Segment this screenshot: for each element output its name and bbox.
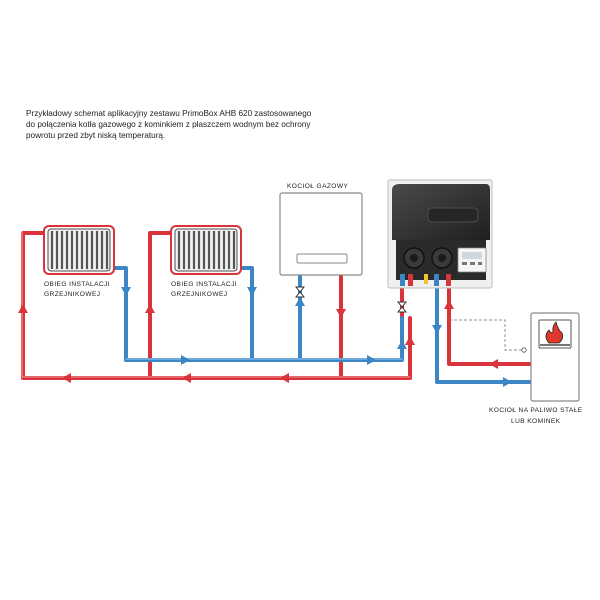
arrow-left-supply-3 [280,373,289,383]
description-line-1: Przykładowy schemat aplikacyjny zestawu … [26,109,312,118]
description-line-3: powrotu przed zbyt niską temperaturą. [26,131,166,140]
arrow-up-module-supply [444,300,454,309]
solid-fuel-boiler [530,312,580,402]
radiator-2-label-line1: OBIEG INSTALACJI [171,281,237,288]
solid-boiler-label-line2: LUB KOMINEK [511,418,561,425]
arrow-up-supply-1 [18,304,28,313]
valve-module-return [396,301,408,313]
radiator-1-label-line1: OBIEG INSTALACJI [44,281,110,288]
arrow-left-supply-2 [182,373,191,383]
arrow-down-return-1 [121,287,131,296]
radiator-2-label-line2: GRZEJNIKOWEJ [171,291,227,298]
return-pipe-radiator1 [110,266,128,362]
arrow-right-return-2 [367,355,376,365]
description-line-2: do połączenia kotła gazowego z kominkiem… [26,120,311,129]
arrow-down-return-2 [247,287,257,296]
arrow-left-solid-supply [489,359,498,369]
solid-boiler-label-line1: KOCIOŁ NA PALIWO STAŁE [489,407,583,414]
radiator-1 [43,225,115,275]
supply-pipe-radiator2 [148,231,174,380]
arrow-up-supply-2 [145,304,155,313]
return-pipe-main [124,316,404,362]
valve-gas-return [294,286,306,298]
return-pipe-radiator2 [238,266,254,362]
arrow-up-module-left-supply [405,336,415,345]
description-text: Przykładowy schemat aplikacyjny zestawu … [26,108,356,141]
controller-display [457,247,487,273]
arrow-right-solid-return [503,377,512,387]
radiator-1-label-line2: GRZEJNIKOWEJ [44,291,100,298]
gas-boiler-label: KOCIOŁ GAZOWY [287,183,348,190]
sensor-wire [449,319,522,351]
arrow-down-gas-supply [336,309,346,318]
supply-pipe-highlight [21,231,411,378]
arrow-up-module-left-return [397,340,407,349]
gas-boiler [279,192,363,276]
arrow-right-return-1 [181,355,190,365]
arrow-up-gas-return [295,297,305,306]
arrow-down-module-return [432,325,442,334]
fire-icon [545,321,563,344]
flow-arrows [18,287,512,387]
supply-pipe-solid-boiler [447,285,535,366]
arrow-left-supply-1 [62,373,71,383]
radiator-2 [170,225,242,275]
sensor-icon [521,347,527,353]
return-pipes [110,266,535,384]
return-pipe-module [435,285,535,384]
primobox-module [387,179,493,289]
